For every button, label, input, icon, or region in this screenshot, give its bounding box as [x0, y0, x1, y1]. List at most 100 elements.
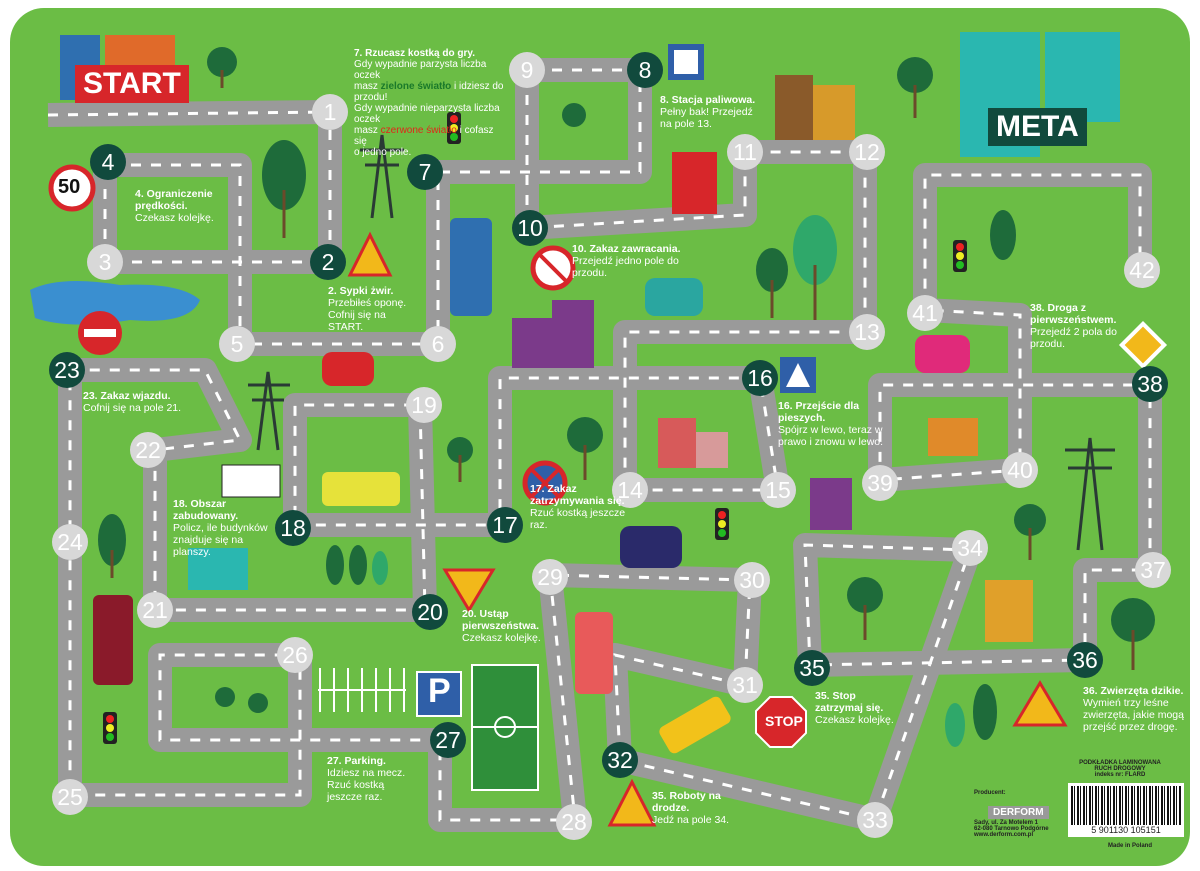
field-24: 24: [52, 524, 88, 560]
rule-text: Czekasz kolejkę.: [135, 212, 214, 224]
rule-title: 27. Parking.: [327, 755, 386, 767]
field-11: 11: [727, 134, 763, 170]
stop-sign-text: STOP: [765, 713, 803, 729]
field-23: 23: [49, 352, 85, 388]
rule-text: o jedno pole.: [354, 147, 412, 158]
field-33: 33: [857, 802, 893, 838]
rule-title: 17. Zakaz zatrzymywania się.: [530, 483, 625, 507]
field-39: 39: [862, 465, 898, 501]
traffic-lights: [103, 112, 967, 744]
field-36: 36: [1067, 642, 1103, 678]
rule-title: 35. Stop zatrzymaj się.: [815, 690, 884, 714]
field-31: 31: [727, 667, 763, 703]
producer-address: Sady, ul. Za Motelem 1 62-080 Tarnowo Po…: [974, 820, 1062, 838]
field-3: 3: [87, 244, 123, 280]
field-9: 9: [509, 52, 545, 88]
field-29: 29: [532, 559, 568, 595]
rule-title: 38. Droga z pierwszeństwem.: [1030, 302, 1117, 326]
product-label: PODKŁADKA LAMINOWANA RUCH DROGOWY indeks…: [1065, 760, 1175, 778]
rule-35: 35. Stop zatrzymaj się.Czekasz kolejkę.: [815, 690, 895, 726]
field-40: 40: [1002, 452, 1038, 488]
field-15: 15: [760, 472, 796, 508]
rule-7: 7. Rzucasz kostką do gry. Gdy wypadnie p…: [354, 48, 506, 158]
rule-title: 2. Sypki żwir.: [328, 285, 394, 297]
product-index: indeks nr: FLARD: [1094, 772, 1146, 778]
rule-text: Przejedź jedno pole do przodu.: [572, 255, 679, 279]
field-7: 7: [407, 154, 443, 190]
rule-text: Spójrz w lewo, teraz w prawo i znowu w l…: [778, 424, 884, 448]
rule-text: Rzuć kostką jeszcze raz.: [530, 507, 626, 531]
field-25: 25: [52, 779, 88, 815]
field-17: 17: [487, 507, 523, 543]
parking-lot: [318, 668, 406, 712]
field-18: 18: [275, 510, 311, 546]
field-12: 12: [849, 134, 885, 170]
field-21: 21: [137, 592, 173, 628]
rule-title: 7. Rzucasz kostką do gry.: [354, 48, 475, 59]
rule-title: 20. Ustąp pierwszeństwa.: [462, 608, 540, 632]
parking-sign-text: P: [428, 672, 451, 710]
rule-text: Gdy wypadnie parzysta liczba oczek: [354, 59, 487, 81]
address-line: 62-080 Tarnowo Podgórne: [974, 826, 1049, 832]
website: www.derform.com.pl: [974, 832, 1034, 838]
rule-title: 35. Roboty na drodze.: [652, 790, 721, 814]
rule-text: Pełny bak! Przejedź na pole 13.: [660, 106, 753, 130]
rule-title: 4. Ograniczenie prędkości.: [135, 188, 213, 212]
rule-text: i cofasz się: [354, 125, 494, 147]
field-32: 32: [602, 742, 638, 778]
power-pylons: [248, 134, 1115, 551]
field-5: 5: [219, 326, 255, 362]
rule-text: masz: [354, 125, 381, 136]
lake: [30, 281, 200, 325]
rule-10: 10. Zakaz zawracania.Przejedź jedno pole…: [572, 243, 682, 279]
rule-title: 23. Zakaz wjazdu.: [83, 390, 171, 402]
barcode-number: 5 901130 105151: [1068, 825, 1184, 835]
rule-text: Przejedź 2 pola do przodu.: [1030, 326, 1117, 350]
rule-23: 23. Zakaz wjazdu.Cofnij się na pole 21.: [83, 390, 203, 414]
road-network: [30, 32, 1168, 832]
rule-text: Gdy wypadnie nieparzysta liczba oczek: [354, 103, 500, 125]
rule-text: masz: [354, 81, 381, 92]
road-signs: [48, 44, 1168, 827]
trees: [98, 47, 1155, 747]
field-27: 27: [430, 722, 466, 758]
product-name: PODKŁADKA LAMINOWANA: [1079, 760, 1161, 766]
rule-text: i idziesz do przodu!: [354, 81, 504, 103]
rule-title: 16. Przejście dla pieszych.: [778, 400, 860, 424]
football-pitch: [471, 664, 539, 791]
field-19: 19: [406, 387, 442, 423]
field-20: 20: [412, 594, 448, 630]
field-6: 6: [420, 326, 456, 362]
rule-17: 17. Zakaz zatrzymywania się.Rzuć kostką …: [530, 483, 630, 531]
field-8: 8: [627, 52, 663, 88]
field-4: 4: [90, 144, 126, 180]
rule-8: 8. Stacja paliwowa.Pełny bak! Przejedź n…: [660, 94, 760, 130]
field-22: 22: [130, 432, 166, 468]
field-42: 42: [1124, 252, 1160, 288]
field-13: 13: [849, 314, 885, 350]
speed-limit-text: 50: [58, 176, 81, 198]
product-subtitle: RUCH DROGOWY: [1094, 766, 1146, 772]
field-16: 16: [742, 360, 778, 396]
rule-text: Czekasz kolejkę.: [815, 714, 894, 726]
field-35: 35: [794, 650, 830, 686]
field-41: 41: [907, 295, 943, 331]
field-34: 34: [952, 530, 988, 566]
green-light-text: zielone światło: [380, 81, 452, 92]
field-10: 10: [512, 210, 548, 246]
rule-36: 36. Zwierzęta dzikie.Wymień trzy leśne z…: [1083, 685, 1190, 733]
field-30: 30: [734, 562, 770, 598]
rule-2: 2. Sypki żwir.Przebiłeś oponę. Cofnij si…: [328, 285, 418, 333]
rule-4: 4. Ograniczenie prędkości.Czekasz kolejk…: [135, 188, 230, 224]
field-37: 37: [1135, 552, 1171, 588]
rule-18: 18. Obszar zabudowany.Policz, ile budynk…: [173, 498, 273, 558]
field-14: 14: [612, 472, 648, 508]
rule-text: Idziesz na mecz. Rzuć kostką jeszcze raz…: [327, 767, 406, 803]
rule-title: 36. Zwierzęta dzikie.: [1083, 685, 1184, 697]
address-line: Sady, ul. Za Motelem 1: [974, 820, 1038, 826]
red-light-text: czerwone światło: [380, 125, 457, 136]
vehicles: [93, 218, 970, 754]
rule-text: Policz, ile budynków znajduje się na pla…: [173, 522, 268, 558]
field-1: 1: [312, 94, 348, 130]
